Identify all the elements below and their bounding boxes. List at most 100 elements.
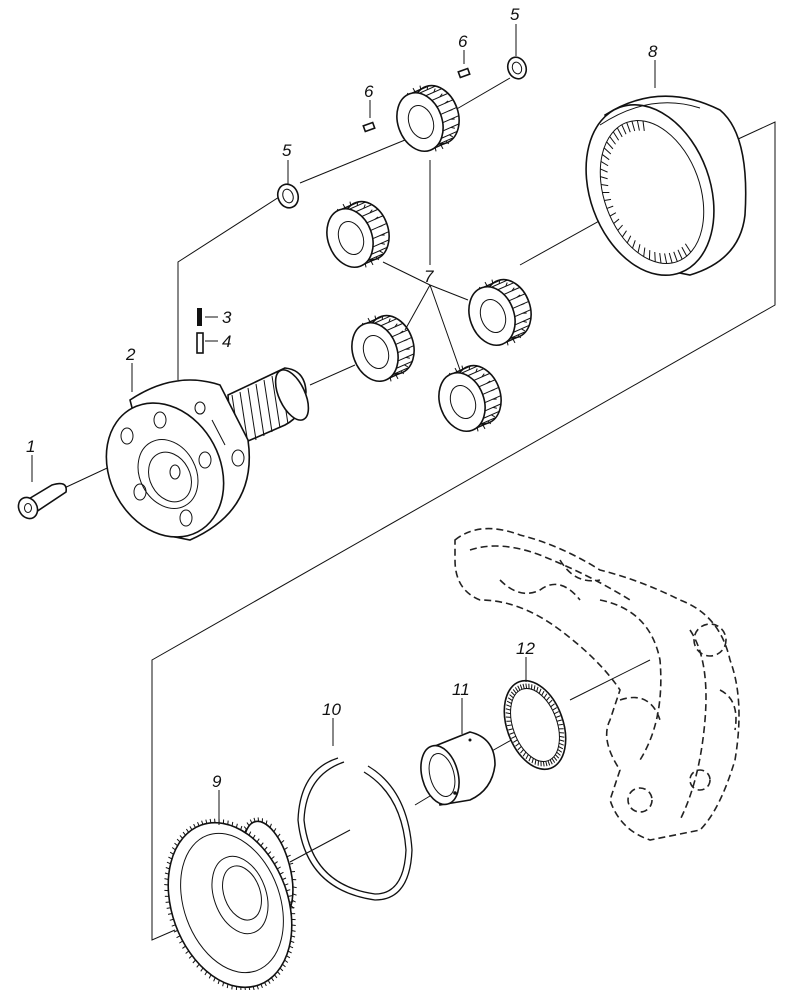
drive-gear-hub-tooth — [292, 886, 297, 889]
ring-gear-tooth — [601, 154, 610, 161]
friction-ring-tooth — [505, 712, 511, 715]
callout-4: 4 — [222, 332, 231, 351]
ring-gear-tooth — [600, 184, 609, 187]
ring-gear-tooth — [600, 176, 608, 180]
drive-gear-tooth — [277, 866, 281, 870]
part-4-pin — [196, 332, 204, 354]
friction-ring-tooth — [514, 687, 519, 692]
friction-ring-tooth — [512, 689, 517, 694]
friction-ring-tooth — [508, 728, 514, 731]
drive-gear-tooth — [217, 979, 220, 985]
friction-ring-tooth — [506, 704, 512, 708]
part-5-washer-lower — [276, 183, 300, 209]
callout-2: 2 — [125, 345, 136, 364]
friction-ring-tooth — [522, 683, 525, 689]
drive-gear-tooth — [193, 823, 196, 828]
friction-ring-tooth — [541, 690, 545, 696]
drive-gear-tooth — [169, 918, 174, 921]
part-11-bushing — [420, 731, 496, 806]
callout-9: 9 — [212, 772, 222, 791]
part-2-planet-carrier — [105, 367, 310, 541]
drive-gear-tooth — [168, 856, 173, 860]
friction-ring-tooth — [517, 746, 522, 751]
friction-ring-tooth — [542, 761, 545, 767]
drive-gear-hub-tooth — [277, 833, 281, 838]
drive-gear-tooth — [208, 974, 212, 979]
planet-gear-right — [468, 278, 532, 346]
friction-ring-tooth — [557, 749, 563, 753]
drive-gear-tooth — [205, 819, 208, 824]
friction-ring-tooth — [534, 759, 537, 765]
transmission-housing-outline — [454, 527, 740, 841]
drive-gear-tooth — [267, 979, 271, 984]
drive-gear-tooth — [164, 878, 169, 880]
ring-gear-tooth — [612, 131, 620, 141]
drive-gear-tooth — [274, 861, 278, 865]
drive-gear-tooth — [179, 835, 183, 839]
drive-gear-tooth — [213, 977, 216, 982]
drive-gear-tooth — [182, 831, 186, 836]
ring-gear-tooth — [613, 218, 620, 224]
ring-gear-tooth — [600, 168, 608, 173]
friction-ring-tooth — [515, 742, 520, 747]
ring-gear-tooth — [684, 243, 692, 253]
drive-gear-tooth — [248, 831, 252, 836]
drive-gear-tooth — [164, 883, 169, 886]
callout-10: 10 — [322, 700, 341, 719]
drive-gear-hub-tooth — [246, 822, 250, 827]
drive-gear-tooth — [260, 842, 264, 847]
ring-gear-tooth — [659, 253, 662, 264]
friction-ring-tooth — [519, 684, 523, 690]
drive-gear-hub-tooth — [253, 817, 256, 822]
part-12-friction-ring — [503, 679, 567, 771]
friction-ring-tooth — [507, 697, 513, 701]
friction-ring-tooth — [553, 756, 558, 761]
ring-gear-tooth — [673, 251, 678, 262]
friction-ring-tooth — [547, 760, 551, 766]
drive-gear-tooth — [284, 883, 289, 886]
drive-gear-tooth — [267, 851, 272, 855]
friction-ring-tooth — [558, 746, 564, 750]
drive-gear-tooth — [270, 856, 275, 860]
drive-gear-hub-tooth — [289, 862, 294, 865]
ring-gear-tooth — [609, 212, 617, 217]
drive-gear-hub-tooth — [286, 854, 291, 858]
ring-gear-tooth — [668, 252, 673, 264]
drive-gear-tooth — [252, 834, 256, 839]
friction-ring-tooth — [506, 700, 512, 704]
friction-ring-tooth — [525, 754, 529, 760]
drive-gear-tooth — [286, 955, 291, 959]
friction-ring-tooth — [538, 688, 542, 694]
friction-ring-tooth — [511, 735, 517, 739]
friction-ring-tooth — [559, 739, 565, 742]
ring-gear-tooth — [677, 249, 683, 260]
drive-gear-tooth — [165, 867, 170, 870]
drive-gear-tooth — [201, 820, 204, 825]
drive-gear-tooth — [176, 935, 181, 939]
friction-ring-tooth — [546, 696, 551, 701]
drive-gear-tooth — [179, 940, 183, 944]
part-6-needle-lower — [362, 121, 376, 133]
drive-gear-tooth — [279, 967, 284, 972]
drive-gear-tooth — [290, 940, 295, 943]
drive-gear-tooth — [235, 823, 238, 828]
friction-ring-tooth — [536, 686, 539, 692]
drive-gear-hub-tooth — [280, 839, 285, 844]
drive-gear-tooth — [189, 826, 193, 831]
friction-ring-tooth — [556, 751, 561, 756]
drive-gear-tooth — [289, 901, 294, 903]
drive-gear-tooth — [264, 982, 267, 987]
drive-gear-hub-tooth — [283, 847, 288, 851]
drive-gear-hub-tooth — [269, 823, 272, 828]
drive-gear-tooth — [176, 838, 181, 843]
part-10-snap-ring — [297, 757, 413, 901]
part-6-needle-upper — [457, 67, 471, 79]
friction-ring-tooth — [522, 751, 527, 757]
drive-gear-tooth — [282, 963, 286, 968]
drive-gear-hub-tooth — [265, 820, 268, 825]
drive-gear-tooth — [171, 924, 176, 927]
drive-gear-tooth — [287, 895, 293, 897]
ring-gear-tooth — [681, 246, 688, 257]
drive-gear-hub-tooth — [249, 819, 253, 824]
